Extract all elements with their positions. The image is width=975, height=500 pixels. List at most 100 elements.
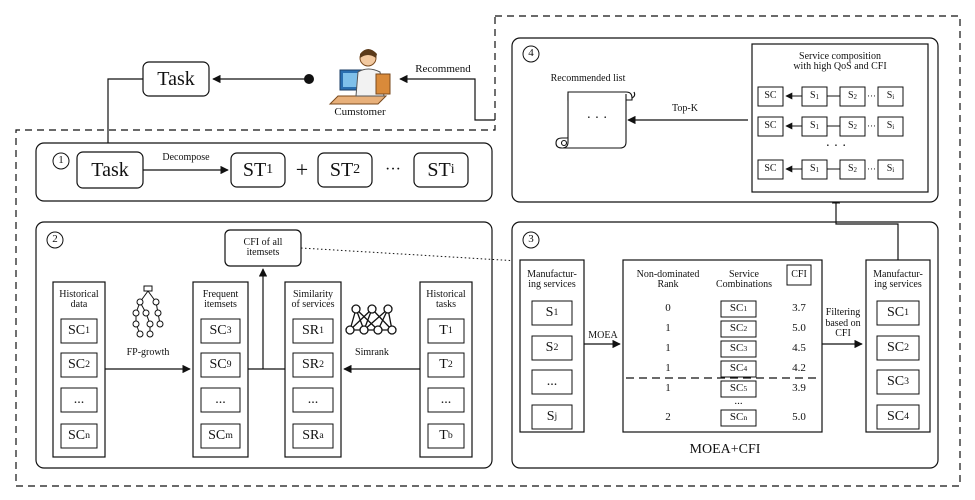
plus-sign: +	[295, 157, 309, 183]
cfi-header: CFI	[791, 268, 807, 280]
ms-right-item-boxes	[876, 300, 920, 430]
chain-sc-label: SC	[764, 163, 777, 175]
st2-box	[317, 152, 373, 188]
rank-cell: 0	[665, 302, 671, 315]
panel2-number-circle	[46, 231, 64, 249]
list-item: ...	[215, 391, 226, 407]
ms-left-title: Manufactur-ing services	[527, 268, 577, 290]
panel1-task-label: Task	[91, 158, 129, 181]
recommend-arrow	[399, 74, 495, 121]
cfi-cell: 3.9	[792, 382, 806, 395]
customer-label: Cumstomer	[334, 106, 386, 119]
panel1-number: 1	[58, 154, 64, 167]
cfi-cell: 4.2	[792, 362, 806, 375]
rank-cell: 1	[665, 322, 671, 335]
panel3-number: 3	[528, 233, 534, 246]
panel3-footer-label: MOEA+CFI	[689, 441, 761, 457]
recommended-list-label: Recommended list	[550, 72, 626, 84]
ms-left-item-boxes	[531, 300, 573, 430]
chain-ellipsis: ···	[867, 90, 876, 101]
list-item: ...	[73, 391, 85, 407]
panel3-number-circle	[522, 231, 540, 249]
cfi-cell: 4.5	[792, 342, 806, 355]
panel2-number: 2	[52, 233, 58, 246]
chain-vertical-ellipsis: · · ·	[825, 138, 847, 154]
scroll-icon	[555, 91, 636, 149]
chain-ellipsis: ···	[867, 120, 876, 131]
rank-cell: 1	[665, 382, 671, 395]
panel4-number: 4	[528, 47, 534, 60]
sc-row-boxes	[720, 300, 757, 427]
moea-label: MOEA	[588, 329, 618, 341]
simrank-label: Simrank	[355, 346, 389, 358]
panel2-frame	[35, 221, 493, 469]
chain-ellipsis: ···	[867, 163, 876, 174]
rank-cell: 1	[665, 342, 671, 355]
list-item: ...	[440, 391, 452, 407]
simrank-network-icon	[345, 304, 397, 335]
topk-label: Top-K	[672, 102, 698, 114]
cfi-header-box	[786, 264, 812, 286]
cfi-cell: 5.0	[792, 322, 806, 335]
sti-box	[413, 152, 469, 188]
chain-sc-label: SC	[764, 90, 777, 102]
panel1-number-circle	[52, 152, 70, 170]
fp-growth-tree-icon	[132, 285, 164, 338]
st1-box	[230, 152, 286, 188]
fp-growth-label: FP-growth	[126, 346, 170, 358]
list-item: ...	[546, 373, 558, 389]
customer-origin-dot	[304, 74, 314, 84]
list-item: ...	[307, 391, 319, 407]
rank-cell: 2	[665, 411, 671, 424]
ms-right-title: Manufactur-ing services	[873, 268, 923, 290]
decompose-label: Decompose	[162, 151, 210, 163]
rows-ellipsis: ...	[734, 395, 743, 408]
st-ellipsis: ···	[385, 160, 401, 178]
panel4-number-circle	[522, 45, 540, 63]
